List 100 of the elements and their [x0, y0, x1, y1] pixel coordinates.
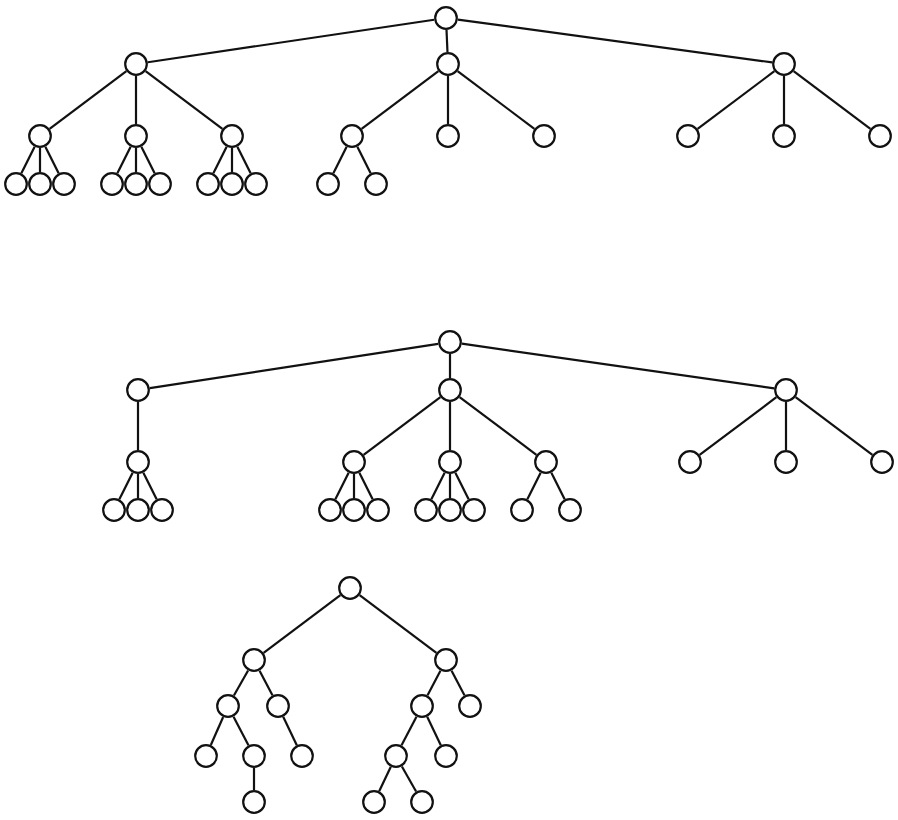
- tree-node: [340, 124, 364, 148]
- tree-edge: [448, 474, 452, 498]
- tree-node: [102, 498, 126, 522]
- tree-node: [462, 498, 486, 522]
- tree-node: [28, 124, 52, 148]
- tree-edge: [230, 148, 234, 172]
- tree-node: [384, 744, 408, 768]
- tree-node: [774, 450, 798, 474]
- tree-node: [774, 378, 798, 402]
- tree-node: [342, 450, 366, 474]
- tree-edge: [430, 472, 446, 500]
- tree-edge: [38, 148, 42, 172]
- tree-node: [242, 790, 266, 814]
- tree-node: [438, 330, 462, 354]
- tree-node: [242, 648, 266, 672]
- tree-edge: [400, 765, 418, 793]
- tree-node: [266, 694, 290, 718]
- tree-edge: [526, 472, 542, 500]
- tree-edge: [134, 148, 138, 172]
- tree-edge: [784, 402, 788, 450]
- tree-node: [870, 450, 894, 474]
- tree-node: [362, 790, 386, 814]
- tree-node: [510, 498, 534, 522]
- tree-edge: [140, 146, 156, 174]
- tree-node: [316, 172, 340, 196]
- tree-edge: [457, 18, 773, 64]
- tree-node: [196, 172, 220, 196]
- tree-edge: [252, 768, 256, 790]
- tree-edge: [358, 472, 374, 500]
- tree-edge: [782, 76, 786, 124]
- tree-node: [148, 172, 172, 196]
- tree-node: [126, 378, 150, 402]
- tree-node: [366, 498, 390, 522]
- tree-edge: [258, 670, 274, 696]
- tree-node: [244, 172, 268, 196]
- tree-node: [100, 172, 124, 196]
- tree-edge: [400, 716, 418, 746]
- tree-edge: [149, 342, 439, 390]
- tree-edge: [118, 472, 134, 500]
- tree-node: [436, 52, 460, 76]
- tree-edge: [458, 396, 538, 456]
- tree-edge: [792, 70, 872, 130]
- tree-edge: [262, 594, 342, 654]
- tree-node: [532, 124, 556, 148]
- tree-node: [150, 498, 174, 522]
- tree-edge: [332, 146, 348, 174]
- tree-edge: [358, 594, 438, 654]
- tree-edge: [461, 342, 775, 390]
- tree-node: [434, 744, 458, 768]
- tree-node: [534, 450, 558, 474]
- tree-edge: [232, 669, 250, 697]
- tree-edge: [696, 70, 776, 130]
- tree-edge: [136, 402, 140, 450]
- tree-node: [772, 124, 796, 148]
- tree-node: [558, 498, 582, 522]
- tree-edge: [136, 474, 140, 498]
- tree-node: [414, 498, 438, 522]
- tree-edge: [209, 716, 225, 746]
- tree-node: [124, 124, 148, 148]
- tree-node: [364, 172, 388, 196]
- tree-edge: [362, 396, 442, 456]
- tree-edge: [134, 76, 138, 124]
- tree-edge: [212, 146, 228, 174]
- tree-edge: [142, 472, 158, 500]
- tree-node: [772, 52, 796, 76]
- tree-node: [318, 498, 342, 522]
- tree-node: [868, 124, 892, 148]
- tree-edge: [360, 70, 440, 130]
- tree-edge: [334, 472, 350, 500]
- tree-edge: [232, 716, 250, 746]
- tree-node: [220, 124, 244, 148]
- tree-node: [126, 450, 150, 474]
- tree-node: [676, 124, 700, 148]
- tree-edge: [352, 474, 356, 498]
- tree-node: [220, 172, 244, 196]
- tree-node: [194, 744, 218, 768]
- tree-edge: [282, 716, 298, 746]
- tree-edge: [450, 670, 466, 696]
- tree-edge: [356, 146, 372, 174]
- tree-edge: [236, 146, 252, 174]
- tree-node: [436, 124, 460, 148]
- tree-edge: [147, 18, 435, 64]
- tree-edge: [448, 354, 452, 378]
- tree-node: [28, 172, 52, 196]
- tree-edge: [44, 146, 60, 174]
- tree-node: [438, 498, 462, 522]
- tree-node: [434, 648, 458, 672]
- tree-edge: [20, 146, 36, 174]
- tree-node: [4, 172, 28, 196]
- tree-node: [458, 694, 482, 718]
- tree-node: [410, 790, 434, 814]
- tree-edge: [448, 402, 452, 450]
- tree-edge: [426, 716, 442, 746]
- tree-edge: [456, 70, 536, 130]
- tree-node: [124, 52, 148, 76]
- tree-node: [438, 378, 462, 402]
- tree-node: [438, 450, 462, 474]
- tree-node: [338, 576, 362, 600]
- tree-node: [290, 744, 314, 768]
- tree-node: [434, 6, 458, 30]
